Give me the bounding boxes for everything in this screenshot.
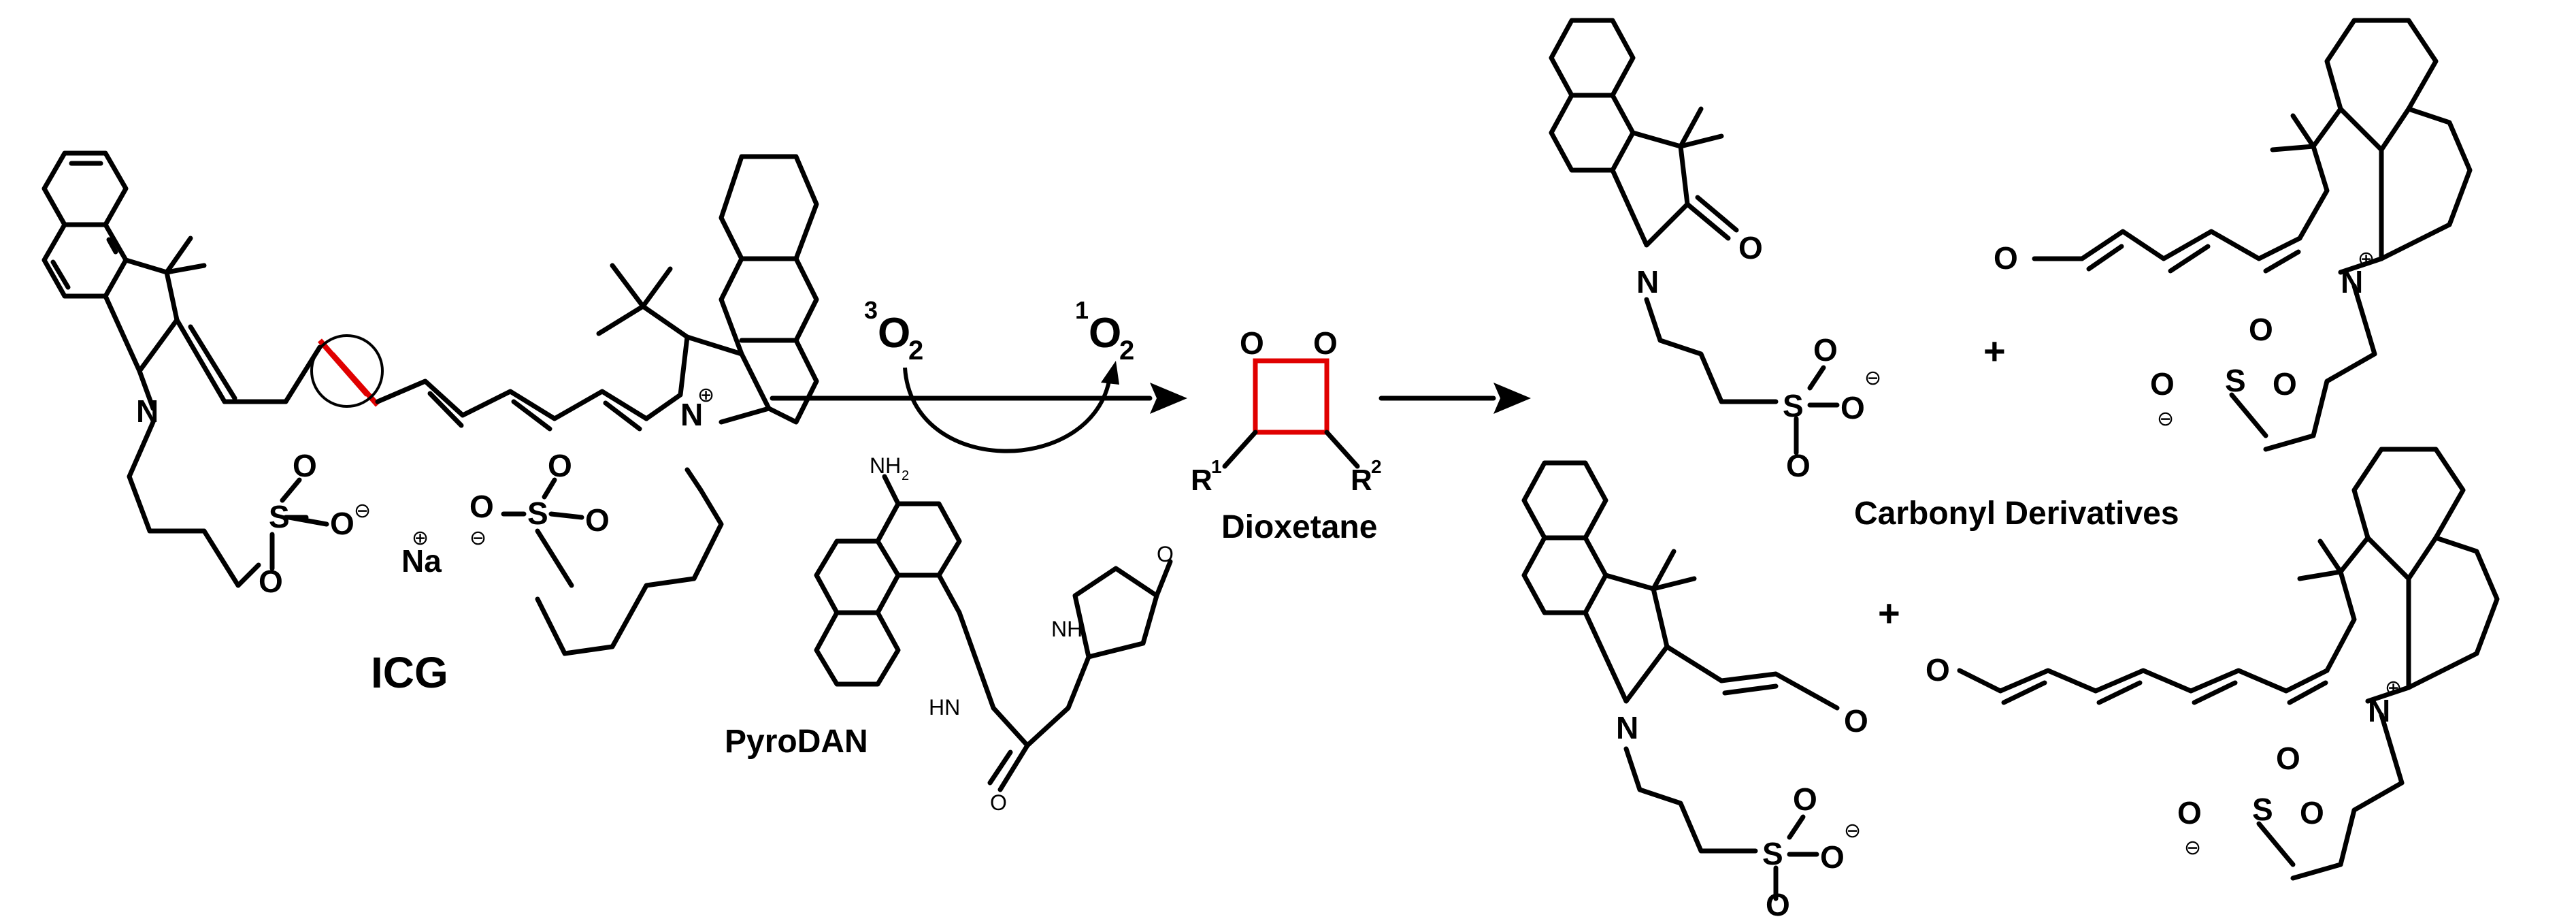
reaction-arrow-1 [770, 361, 1187, 453]
reaction-arrow-2 [1378, 383, 1531, 414]
dienal-so-right: O [2273, 366, 2297, 402]
enal-o: O [1844, 703, 1868, 739]
icg-label: ICG [371, 648, 448, 697]
trienal-o: O [1926, 652, 1950, 688]
dienal-minus: ⊖ [2157, 408, 2174, 430]
singlet-sup: 1 [1075, 296, 1089, 324]
singlet-sub: 2 [1119, 336, 1134, 366]
ketone-so-bottom: O [1786, 448, 1811, 483]
dienal-so-left: O [2150, 366, 2175, 402]
icg-n-left: N [136, 393, 159, 429]
icg-plus-charge: ⊕ [697, 384, 714, 406]
pyrodan-o-ring: O [1157, 542, 1174, 566]
trienal-so-right: O [2300, 795, 2324, 831]
icg-minus-left: ⊖ [354, 500, 371, 522]
icg-na-plus: ⊕ [412, 527, 429, 549]
dioxetane-molecule: O O R 1 R 2 [1191, 325, 1382, 497]
icg-atoms: N N ⊕ S O O ⊖ O Na ⊕ O ⊖ S O O [136, 384, 714, 599]
dioxetane-o1: O [1240, 325, 1264, 361]
enal-s: S [1762, 836, 1783, 871]
enal-so-bottom: O [1766, 887, 1790, 919]
singlet-oxygen: 1 O 2 [1075, 296, 1134, 366]
ketone-minus: ⊖ [1864, 367, 1881, 389]
triplet-oxygen: 3 O 2 [864, 296, 923, 366]
pyrodan-atoms: NH 2 HN NH O O [870, 453, 1174, 815]
enal-minus: ⊖ [1844, 820, 1861, 842]
ketone-n: N [1636, 264, 1659, 300]
enal-so-top: O [1793, 781, 1817, 817]
dienal-n: N [2341, 264, 2363, 300]
pyrodan-nh: NH [1051, 617, 1083, 641]
plus-top: + [1983, 329, 2006, 372]
pyrodan-hn: HN [929, 695, 960, 720]
triplet-sup: 3 [864, 296, 878, 324]
pyrodan-nh2: NH [870, 453, 901, 478]
pyrodan-label: PyroDAN [725, 724, 868, 760]
icg-na: Na [401, 543, 442, 579]
product-dienal-indolium: O N ⊕ S O O O ⊖ [1994, 18, 2473, 452]
icg-minus-right: ⊖ [469, 527, 486, 549]
carbonyl-label: Carbonyl Derivatives [1854, 496, 2179, 532]
enal-n: N [1616, 710, 1638, 745]
icg-n-right: N [680, 397, 703, 432]
ketone-so-right: O [1840, 390, 1865, 425]
dioxetane-r1-sup: 1 [1211, 456, 1222, 477]
pyrodan-molecule [814, 474, 1173, 792]
icg-o-right-top: O [548, 448, 572, 483]
icg-s-right: S [527, 496, 548, 531]
dienal-o: O [1994, 240, 2018, 276]
trienal-s: S [2252, 792, 2273, 827]
dienal-s: S [2225, 363, 2246, 398]
triplet-o: O [878, 310, 910, 357]
triplet-sub: 2 [908, 336, 923, 366]
dioxetane-r2: R [1351, 464, 1372, 497]
product-ketone: N O S O O ⊖ O [1549, 18, 1881, 483]
pyrodan-o-amide: O [990, 790, 1007, 815]
enal-so-right: O [1820, 839, 1845, 875]
trienal-so-left: O [2177, 795, 2202, 831]
ketone-o: O [1738, 230, 1763, 265]
dienal-so-top: O [2249, 312, 2273, 347]
dioxetane-o2: O [1313, 325, 1338, 361]
icg-o-left-top: O [293, 448, 317, 483]
product-enal: N O S O O ⊖ O [1521, 460, 1868, 919]
trienal-plus: ⊕ [2385, 677, 2402, 699]
ketone-so-top: O [1813, 332, 1838, 368]
icg-o-left-right: O [330, 506, 354, 541]
trienal-n: N [2368, 693, 2390, 728]
dienal-plus: ⊕ [2358, 248, 2375, 270]
singlet-o: O [1089, 310, 1121, 357]
icg-molecule [42, 150, 819, 656]
dioxetane-label: Dioxetane [1221, 509, 1377, 545]
dioxetane-r1: R [1191, 464, 1212, 497]
dioxetane-r2-sup: 2 [1371, 456, 1382, 477]
trienal-so-top: O [2276, 741, 2300, 776]
product-trienal-indolium: O N ⊕ S O O O ⊖ [1926, 447, 2500, 881]
ketone-s: S [1783, 388, 1804, 423]
icg-o-right-left: O [469, 489, 494, 524]
pyrodan-nh2-sub: 2 [902, 468, 909, 483]
trienal-minus: ⊖ [2184, 837, 2201, 859]
icg-o-right-right: O [585, 502, 610, 538]
plus-bottom: + [1878, 592, 1900, 634]
